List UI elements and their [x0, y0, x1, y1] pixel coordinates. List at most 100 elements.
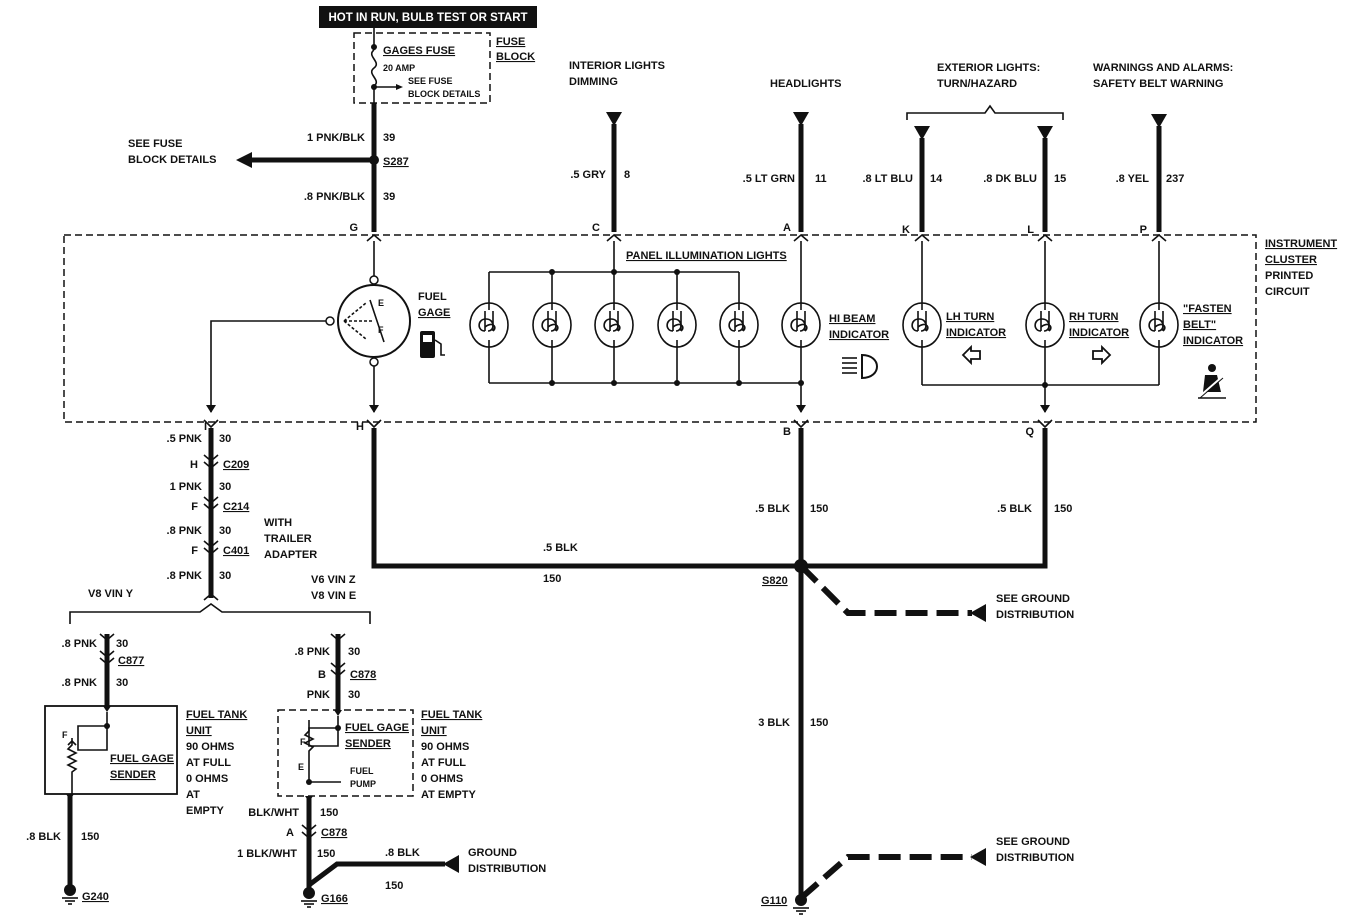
- seat-belt-icon: [1198, 364, 1226, 399]
- v8y-unit-3: 90 OHMS: [186, 741, 234, 753]
- engine-split-brace: [69, 603, 371, 624]
- ground-distribution-dashed-2: [799, 854, 972, 901]
- fuel-gage-label-1: FUEL: [418, 291, 447, 303]
- circuit-warnings-2: SAFETY BELT WARNING: [1093, 78, 1223, 90]
- trailer-label-2: TRAILER: [264, 533, 312, 545]
- connector-c401: C401: [223, 545, 249, 557]
- v6z-wire-2: PNK: [307, 689, 330, 701]
- v8y-unit-5: 0 OHMS: [186, 773, 228, 785]
- cluster-label-4: CIRCUIT: [1265, 286, 1310, 298]
- connector-c878-bottom: C878: [321, 827, 347, 839]
- wire-num-pnk-1: 30: [219, 433, 231, 445]
- fuse-see-details-1: SEE FUSE: [408, 76, 453, 86]
- wire-num-pnk-3: 30: [219, 525, 231, 537]
- gage-e-mark: E: [378, 298, 384, 308]
- right-arrow-icon: [1092, 344, 1112, 366]
- v8y-ground-wire: .8 BLK: [26, 831, 61, 843]
- panel-bulb-1: [469, 272, 509, 383]
- hi-beam-label-2: INDICATOR: [829, 329, 889, 341]
- connector-c878-top: C878: [350, 669, 376, 681]
- v8y-wire-1-num: 30: [116, 638, 128, 650]
- circuit-exterior-lights-1: EXTERIOR LIGHTS:: [937, 62, 1040, 74]
- v8y-unit-7: EMPTY: [186, 805, 225, 817]
- v6z-ground-wire-1-num: 150: [320, 807, 338, 819]
- v8y-unit-2: UNIT: [186, 725, 212, 737]
- v6z-wire-1: .8 PNK: [295, 646, 331, 658]
- panel-bulbs: [469, 269, 759, 386]
- ground-label-g166: G166: [321, 893, 348, 905]
- fuse-icon: [370, 49, 378, 87]
- lh-turn-label-2: INDICATOR: [946, 327, 1006, 339]
- lh-turn-label-1: LH TURN: [946, 311, 994, 323]
- v6z-unit-4: AT FULL: [421, 757, 466, 769]
- c209-pin: H: [190, 459, 198, 471]
- gage-f-mark: F: [378, 325, 384, 335]
- fuel-pump-icon: [420, 331, 445, 358]
- wire-num-pnk-blk-top: 39: [383, 132, 395, 144]
- v6z-sender-2: SENDER: [345, 738, 391, 750]
- engine-v8-vin-e: V8 VIN E: [311, 590, 356, 602]
- wire-num-gry: 8: [624, 169, 630, 181]
- circuit-exterior-lights-2: TURN/HAZARD: [937, 78, 1017, 90]
- v8y-unit-6: AT: [186, 789, 200, 801]
- c401-pin: F: [191, 545, 198, 557]
- see-ground-2-line2: DISTRIBUTION: [996, 852, 1074, 864]
- ground-label-g110: G110: [761, 895, 787, 907]
- wire-lt-blu-in: [914, 126, 930, 232]
- power-label-box: [319, 6, 537, 28]
- ground-g166-icon: [300, 886, 318, 908]
- cluster-label-2: CLUSTER: [1265, 254, 1317, 266]
- hi-beam-bulb: [781, 302, 821, 348]
- circuit-warnings-1: WARNINGS AND ALARMS:: [1093, 62, 1233, 74]
- fuse-name: GAGES FUSE: [383, 45, 455, 57]
- wire-label-pnk-3: .8 PNK: [167, 525, 203, 537]
- wire-num-dk-blu: 15: [1054, 173, 1066, 185]
- rh-turn-bulb: [1025, 302, 1065, 348]
- rh-turn-label-1: RH TURN: [1069, 311, 1119, 323]
- v6z-pin-b: B: [318, 669, 326, 681]
- v8y-unit-1: FUEL TANK: [186, 709, 247, 721]
- v6z-pin-f: F: [300, 737, 306, 747]
- circuit-interior-lights-2: DIMMING: [569, 76, 618, 88]
- wire-gry-in: [606, 112, 622, 232]
- wire-label-3blk: 3 BLK: [758, 717, 790, 729]
- wire-label-lt-blu: .8 LT BLU: [862, 173, 913, 185]
- v8y-ground-wire-num: 150: [81, 831, 99, 843]
- rh-turn-label-2: INDICATOR: [1069, 327, 1129, 339]
- wire-num-blk-b: 150: [810, 503, 828, 515]
- wire-num-pnk-blk-bottom: 39: [383, 191, 395, 203]
- ground-distribution-dashed-1: [798, 563, 972, 616]
- fuse-rating: 20 AMP: [383, 63, 415, 73]
- wire-label-blk-h: .5 BLK: [543, 542, 578, 554]
- exterior-brace: [906, 104, 1064, 120]
- lh-turn-bulb: [902, 302, 942, 348]
- power-label: HOT IN RUN, BULB TEST OR START: [328, 12, 527, 24]
- wire-label-pnk-blk-top: 1 PNK/BLK: [307, 132, 365, 144]
- v8y-wire-2-num: 30: [116, 677, 128, 689]
- high-beam-icon: [842, 353, 878, 380]
- pin-p: P: [1140, 224, 1147, 236]
- pin-k: K: [902, 224, 910, 236]
- v6z-ground-wire-1: BLK/WHT: [248, 807, 299, 819]
- v6z-sender-1: FUEL GAGE: [345, 722, 409, 734]
- see-fuse-left-1: SEE FUSE: [128, 138, 182, 150]
- v8y-sender-2: SENDER: [110, 769, 156, 781]
- wire-num-3blk: 150: [810, 717, 828, 729]
- ground-g240-icon: [61, 883, 79, 905]
- v6z-pump-2: PUMP: [350, 779, 376, 789]
- panel-bulb-4: [657, 269, 697, 386]
- pin-i: I: [204, 421, 207, 433]
- connector-c877: C877: [118, 655, 144, 667]
- fuel-gage-dial: [337, 284, 411, 358]
- wire-label-lt-grn: .5 LT GRN: [743, 173, 795, 185]
- panel-bulb-5: [719, 272, 759, 386]
- wire-label-pnk-2: 1 PNK: [170, 481, 202, 493]
- pin-h: H: [356, 421, 364, 433]
- wire-num-pnk-2: 30: [219, 481, 231, 493]
- pin-q: Q: [1025, 426, 1034, 438]
- cluster-label-1: INSTRUMENT: [1265, 238, 1337, 250]
- pin-g: G: [349, 222, 358, 234]
- v8y-sender-1: FUEL GAGE: [110, 753, 174, 765]
- v6z-ground-wire-2-num: 150: [317, 848, 335, 860]
